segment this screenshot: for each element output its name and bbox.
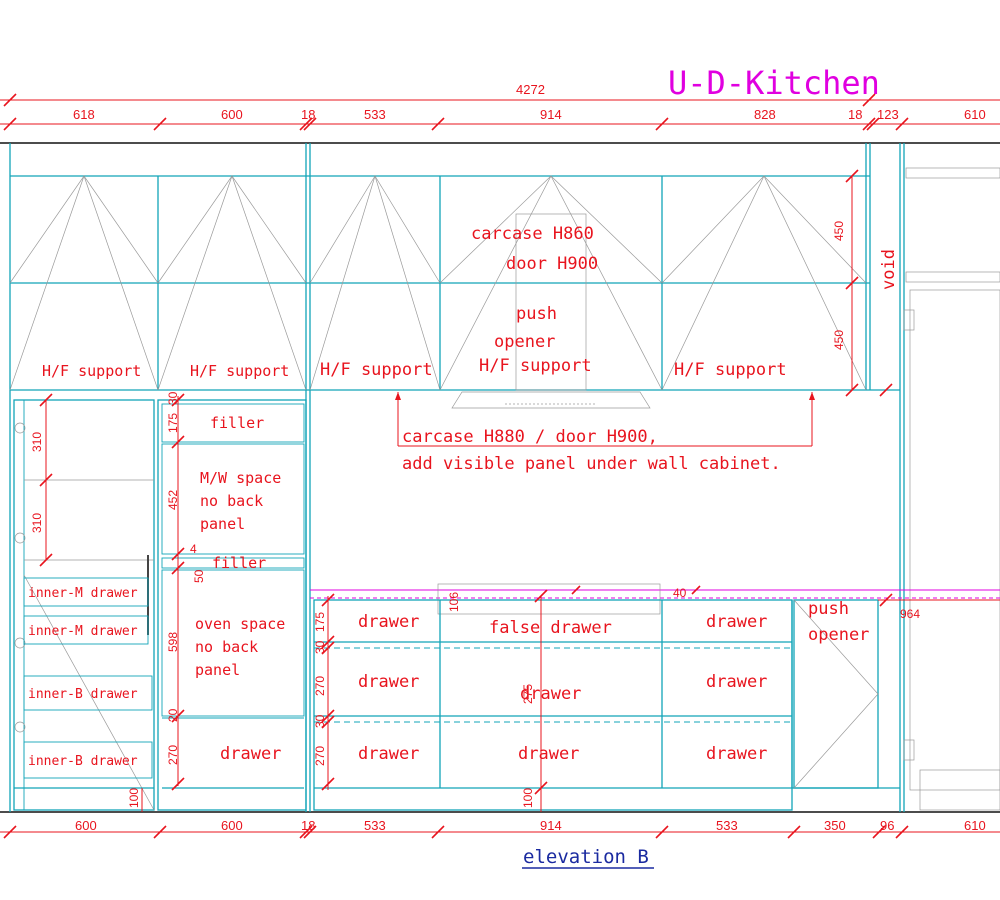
label-push-right: push xyxy=(808,599,849,619)
dim-tall-310a: 310 xyxy=(30,432,44,452)
label-mw-space-3: panel xyxy=(200,515,245,533)
dim-top-7: 18 xyxy=(848,107,862,122)
dim-top-2: 600 xyxy=(221,107,243,122)
tall-cabinet-left: 310 310 inner-M drawer inner-M drawer in… xyxy=(13,393,155,812)
dim-top-8: 123 xyxy=(877,107,899,122)
dim-right-964: 964 xyxy=(900,607,920,621)
label-mw-space-1: M/W space xyxy=(200,469,281,487)
dim-bottom-4: 533 xyxy=(364,818,386,833)
note-line-2: add visible panel under wall cabinet. xyxy=(402,454,781,474)
dim-bottom-9: 610 xyxy=(964,818,986,833)
dim-kick-mid: 100 xyxy=(521,788,535,808)
base-cabinets: 175 30 270 30 270 275 100 106 40 drawer … xyxy=(310,583,1000,812)
label-hf-support-5: H/F support xyxy=(674,360,787,380)
label-mw-space-2: no back xyxy=(200,492,263,510)
label-opener-top: opener xyxy=(494,332,555,352)
dim-bottom-3: 18 xyxy=(301,818,315,833)
note-callout: carcase H880 / door H900, add visible pa… xyxy=(395,392,815,474)
dim-bottom-6: 533 xyxy=(716,818,738,833)
label-filler-2: filler xyxy=(212,554,266,572)
dim-bottom-2: 600 xyxy=(221,818,243,833)
fridge-void: void xyxy=(870,167,1000,811)
dim-kick-left: 100 xyxy=(127,788,141,808)
dim-top-5: 914 xyxy=(540,107,562,122)
dim-hob-40: 40 xyxy=(673,586,687,600)
label-hf-support-3: H/F support xyxy=(320,360,433,380)
oven-tower: 30 175 452 4 50 598 20 270 filler M/W sp… xyxy=(157,391,307,811)
label-drawer-8: drawer xyxy=(706,744,767,764)
dim-bottom-5: 914 xyxy=(540,818,562,833)
dim-top-1: 618 xyxy=(73,107,95,122)
note-line-1: carcase H880 / door H900, xyxy=(402,427,658,447)
label-inner-m-drawer-2: inner-M drawer xyxy=(28,624,138,639)
dim-mw-452: 452 xyxy=(166,490,180,510)
wall-cabinets xyxy=(9,143,905,812)
dim-bottom-7: 350 xyxy=(824,818,846,833)
label-filler-1: filler xyxy=(210,414,264,432)
dim-top-6: 828 xyxy=(754,107,776,122)
label-drawer-3: drawer xyxy=(358,672,419,692)
label-drawer-2: drawer xyxy=(706,612,767,632)
bottom-dimensions: 600 600 18 533 914 533 350 96 610 xyxy=(0,818,1000,839)
dim-mw-30: 30 xyxy=(166,391,180,405)
dim-base-30b: 30 xyxy=(313,714,327,728)
dim-base-270b: 270 xyxy=(313,746,327,766)
label-oven-space-1: oven space xyxy=(195,615,285,633)
label-hf-support-4: H/F support xyxy=(479,356,592,376)
label-inner-m-drawer-1: inner-M drawer xyxy=(28,586,138,601)
label-carcase-h860: carcase H860 xyxy=(471,224,594,244)
dim-mw-175: 175 xyxy=(166,413,180,433)
dim-hob-106: 106 xyxy=(447,592,461,612)
top-dimensions: 4272 618 600 18 533 914 828 18 123 610 xyxy=(0,82,1000,131)
dim-base-270a: 270 xyxy=(313,676,327,696)
dim-top-9: 610 xyxy=(964,107,986,122)
label-drawer-5: drawer xyxy=(706,672,767,692)
dim-top-3: 18 xyxy=(301,107,315,122)
dim-oven-50: 50 xyxy=(192,569,206,583)
label-false-drawer: false drawer xyxy=(489,618,612,638)
label-inner-b-drawer-1: inner-B drawer xyxy=(28,687,138,702)
dim-top-4: 533 xyxy=(364,107,386,122)
label-drawer-7: drawer xyxy=(518,744,579,764)
label-push-top: push xyxy=(516,304,557,324)
drawing-title: U-D-Kitchen xyxy=(668,64,880,102)
label-inner-b-drawer-2: inner-B drawer xyxy=(28,754,138,769)
wall-vertical-dims: 450 450 xyxy=(832,169,859,397)
label-void: void xyxy=(879,249,899,290)
dim-oven-20: 20 xyxy=(166,708,180,722)
label-door-h900: door H900 xyxy=(506,254,598,274)
label-drawer-4: drawer xyxy=(520,684,581,704)
dim-base-30a: 30 xyxy=(313,640,327,654)
label-oven-space-2: no back xyxy=(195,638,258,656)
dim-center-275: 275 xyxy=(521,684,535,704)
label-oven-space-3: panel xyxy=(195,661,240,679)
dim-tall-310b: 310 xyxy=(30,513,44,533)
dim-base-175: 175 xyxy=(313,612,327,632)
dim-bottom-8: 96 xyxy=(880,818,894,833)
dim-overall: 4272 xyxy=(516,82,545,97)
label-drawer-1: drawer xyxy=(358,612,419,632)
dim-wall-upper: 450 xyxy=(832,221,846,241)
dim-oven-598: 598 xyxy=(166,632,180,652)
elevation-caption: elevation B xyxy=(523,846,649,868)
dim-mw-4: 4 xyxy=(190,542,197,556)
label-hf-support-2: H/F support xyxy=(190,362,289,380)
dim-oven-270: 270 xyxy=(166,745,180,765)
dim-bottom-1: 600 xyxy=(75,818,97,833)
label-drawer-oven: drawer xyxy=(220,744,281,764)
label-drawer-6: drawer xyxy=(358,744,419,764)
label-opener-right: opener xyxy=(808,625,869,645)
label-hf-support-1: H/F support xyxy=(42,362,141,380)
dim-wall-lower: 450 xyxy=(832,330,846,350)
